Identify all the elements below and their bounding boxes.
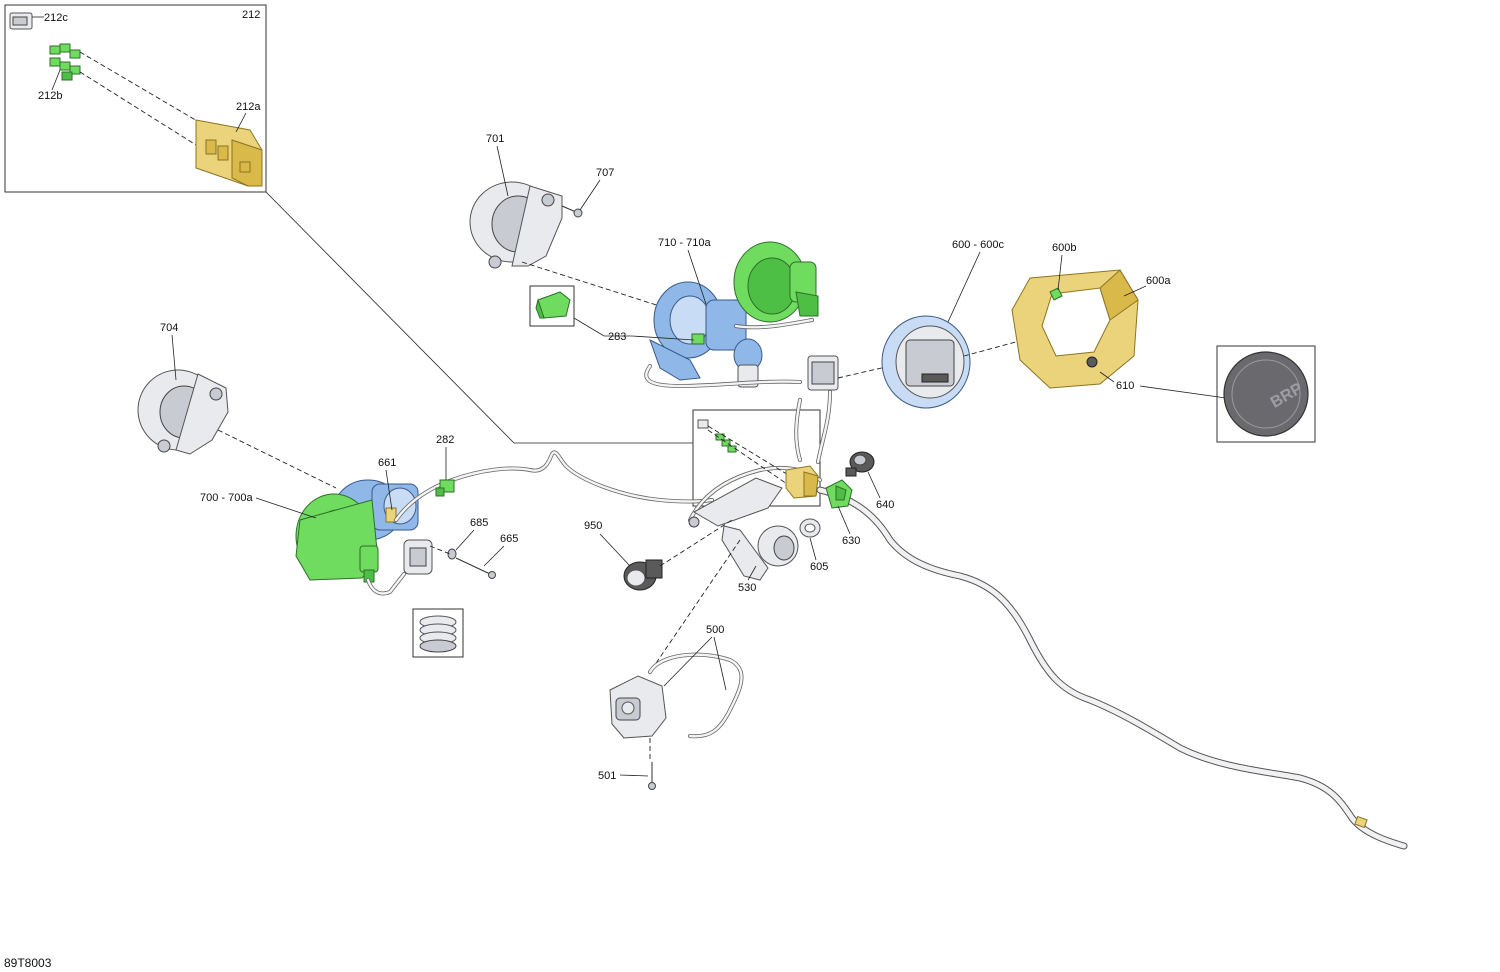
fitting-700 bbox=[403, 539, 433, 575]
leader-212a bbox=[235, 112, 247, 133]
callout-700-700a: 700 - 700a bbox=[200, 492, 253, 504]
connector-640 bbox=[845, 451, 875, 477]
bolt-665 bbox=[455, 557, 496, 579]
callout-661: 661 bbox=[378, 457, 396, 469]
gauge-600 bbox=[881, 315, 971, 409]
leader-665 bbox=[483, 545, 505, 567]
screw-707 bbox=[561, 205, 583, 218]
callout-707: 707 bbox=[596, 167, 614, 179]
leader-610-badge bbox=[1139, 385, 1227, 399]
connector-212a bbox=[195, 119, 263, 187]
leader-707 bbox=[579, 179, 601, 211]
terminals-212b bbox=[49, 43, 81, 81]
callout-283: 283 bbox=[608, 331, 626, 343]
leader-700 bbox=[255, 497, 317, 519]
wire bbox=[645, 364, 802, 388]
screw-501 bbox=[648, 762, 656, 790]
connector-upper bbox=[807, 355, 839, 391]
detail-frame-spring bbox=[412, 608, 464, 658]
leader-500b bbox=[713, 636, 727, 691]
callout-212: 212 bbox=[242, 9, 260, 21]
leader-950 bbox=[599, 533, 631, 567]
leader-661 bbox=[385, 469, 393, 511]
washer-685 bbox=[447, 548, 457, 560]
detail-frame-212 bbox=[4, 4, 267, 193]
spring bbox=[419, 615, 457, 653]
wire bbox=[366, 572, 406, 595]
leader-600 bbox=[947, 251, 981, 323]
callout-701: 701 bbox=[486, 133, 504, 145]
detail-frame-badge bbox=[1216, 345, 1316, 443]
leader-610 bbox=[1099, 371, 1115, 383]
connector-283 bbox=[535, 291, 571, 319]
wire bbox=[795, 398, 802, 462]
callout-710-710a: 710 - 710a bbox=[658, 237, 711, 249]
callout-500: 500 bbox=[706, 624, 724, 636]
connector-212c bbox=[9, 12, 33, 30]
callout-212a: 212a bbox=[236, 101, 261, 113]
cover-701 bbox=[469, 181, 563, 269]
wire bbox=[816, 390, 832, 464]
bezel-600a bbox=[1011, 269, 1139, 389]
callout-640: 640 bbox=[876, 499, 894, 511]
leader-501 bbox=[619, 774, 649, 777]
leader-701 bbox=[496, 145, 509, 197]
connector-282 bbox=[435, 479, 455, 497]
leader-500a bbox=[663, 636, 713, 687]
callout-630: 630 bbox=[842, 535, 860, 547]
leader-704 bbox=[171, 334, 177, 381]
cover-704 bbox=[137, 369, 229, 455]
actuator-710a bbox=[733, 241, 819, 323]
leader-640 bbox=[867, 471, 881, 499]
assembly-line bbox=[521, 261, 673, 311]
main-harness bbox=[817, 487, 1407, 849]
leader-600b bbox=[1057, 254, 1063, 291]
badge-brp: BRP bbox=[1223, 351, 1309, 437]
callout-530: 530 bbox=[738, 582, 756, 594]
nut-605 bbox=[799, 518, 821, 538]
handlebar-control-500 bbox=[609, 652, 744, 739]
callout-600-600c: 600 - 600c bbox=[952, 239, 1004, 251]
switch-950 bbox=[623, 559, 663, 591]
callout-665: 665 bbox=[500, 533, 518, 545]
leader-605 bbox=[809, 537, 817, 561]
callout-282: 282 bbox=[436, 434, 454, 446]
assembly-line bbox=[649, 539, 741, 673]
connector-630 bbox=[825, 479, 853, 509]
leader-600a bbox=[1123, 285, 1147, 297]
callout-685: 685 bbox=[470, 517, 488, 529]
assembly-line bbox=[429, 545, 451, 555]
leader-212b bbox=[51, 69, 61, 91]
callout-610: 610 bbox=[1116, 380, 1134, 392]
callout-950: 950 bbox=[584, 520, 602, 532]
harness-marker bbox=[1354, 815, 1368, 829]
wire bbox=[734, 318, 814, 329]
callout-212b: 212b bbox=[38, 90, 62, 102]
detail-leader-212 bbox=[265, 191, 693, 444]
connector-harness-yellow bbox=[785, 465, 819, 499]
detail-frame-283 bbox=[529, 285, 575, 327]
leader-630 bbox=[837, 505, 851, 535]
assembly-line bbox=[79, 51, 205, 126]
leader-685 bbox=[455, 529, 475, 551]
leader-710 bbox=[687, 249, 707, 305]
connector-detail-small bbox=[697, 419, 791, 487]
actuator-700 bbox=[295, 493, 379, 583]
callout-600a: 600a bbox=[1146, 275, 1171, 287]
leader-530 bbox=[747, 565, 757, 581]
callout-600b: 600b bbox=[1052, 242, 1076, 254]
callout-605: 605 bbox=[810, 561, 828, 573]
assembly-line bbox=[837, 365, 891, 379]
callout-212c: 212c bbox=[44, 12, 68, 24]
bracket-530 bbox=[721, 525, 799, 581]
assembly-line bbox=[79, 71, 205, 151]
callout-704: 704 bbox=[160, 322, 178, 334]
assembly-line bbox=[659, 519, 733, 567]
main-harness bbox=[816, 486, 1408, 850]
diagram-code: 89T8003 bbox=[4, 956, 52, 970]
callout-501: 501 bbox=[598, 770, 616, 782]
assembly-line bbox=[217, 429, 337, 489]
leader-283 bbox=[573, 317, 695, 341]
